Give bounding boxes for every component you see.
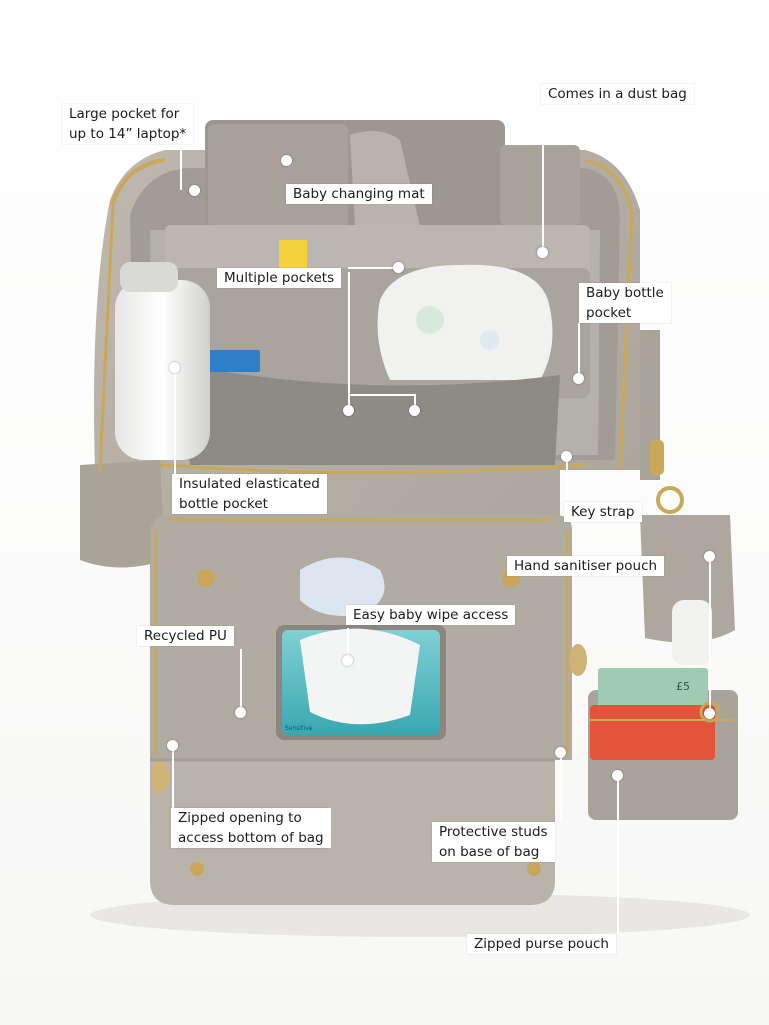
- blue-item: [195, 350, 260, 372]
- left-side-pocket: [80, 460, 165, 568]
- callout-dot: [392, 261, 404, 273]
- callout-dust-bag: Comes in a dust bag: [541, 84, 694, 104]
- front-flap: [150, 760, 555, 905]
- snap-stud-left: [197, 569, 215, 587]
- diaper: [377, 264, 553, 380]
- callout-bottle-pocket: Baby bottle pocket: [579, 283, 671, 323]
- callout-dot: [342, 404, 354, 416]
- callout-dot: [234, 706, 246, 718]
- leader-line: [578, 323, 580, 378]
- callout-dot: [554, 746, 566, 758]
- callout-insulated-pocket: Insulated elasticated bottle pocket: [172, 474, 327, 514]
- leader-line: [347, 628, 349, 660]
- elastic-pocket: [185, 365, 560, 465]
- leader-line: [617, 775, 619, 933]
- callout-dot: [408, 404, 420, 416]
- bottle: [115, 280, 210, 460]
- callout-sanitiser-pouch: Hand sanitiser pouch: [507, 556, 665, 576]
- callout-dot: [572, 372, 584, 384]
- callout-dot: [166, 739, 178, 751]
- wipes-text: Sensitive: [285, 725, 313, 732]
- zip-pull-right: [569, 644, 587, 676]
- callout-dot: [536, 246, 548, 258]
- callout-recycled-pu: Recycled PU: [137, 626, 234, 646]
- leader-line: [174, 367, 176, 474]
- leader-line: [348, 272, 350, 410]
- bill-text: £5: [676, 680, 690, 693]
- zip-pull-left: [151, 761, 169, 793]
- callout-large-pocket: Large pocket for up to 14” laptop*: [62, 104, 194, 144]
- callout-dot: [611, 769, 623, 781]
- callout-dot: [280, 154, 292, 166]
- leader-line: [566, 456, 568, 500]
- callout-dot: [341, 654, 353, 666]
- callout-protective-studs: Protective studs on base of bag: [432, 822, 555, 862]
- leader-line: [348, 267, 398, 269]
- leader-line: [414, 394, 416, 410]
- callout-changing-mat: Baby changing mat: [286, 184, 432, 204]
- leader-line: [560, 752, 562, 822]
- leader-line: [542, 104, 544, 252]
- callout-purse-pouch: Zipped purse pouch: [467, 934, 616, 954]
- leader-line: [240, 649, 242, 712]
- callout-dot: [168, 361, 180, 373]
- callout-zipped-opening: Zipped opening to access bottom of bag: [171, 808, 331, 848]
- leader-line: [180, 148, 182, 190]
- pocket-layer-1: [165, 225, 590, 275]
- callout-dot: [560, 450, 572, 462]
- callout-dot: [188, 184, 200, 196]
- callout-key-strap: Key strap: [564, 502, 642, 522]
- callout-dot: [703, 550, 715, 562]
- yellow-item: [279, 240, 307, 268]
- callout-multiple-pockets: Multiple pockets: [217, 268, 342, 288]
- leader-line: [348, 394, 414, 396]
- leader-line: [172, 745, 174, 808]
- leader-line: [709, 556, 711, 713]
- wipe-lid: [300, 557, 385, 616]
- callout-dot: [703, 707, 715, 719]
- callout-wipe-access: Easy baby wipe access: [346, 605, 516, 625]
